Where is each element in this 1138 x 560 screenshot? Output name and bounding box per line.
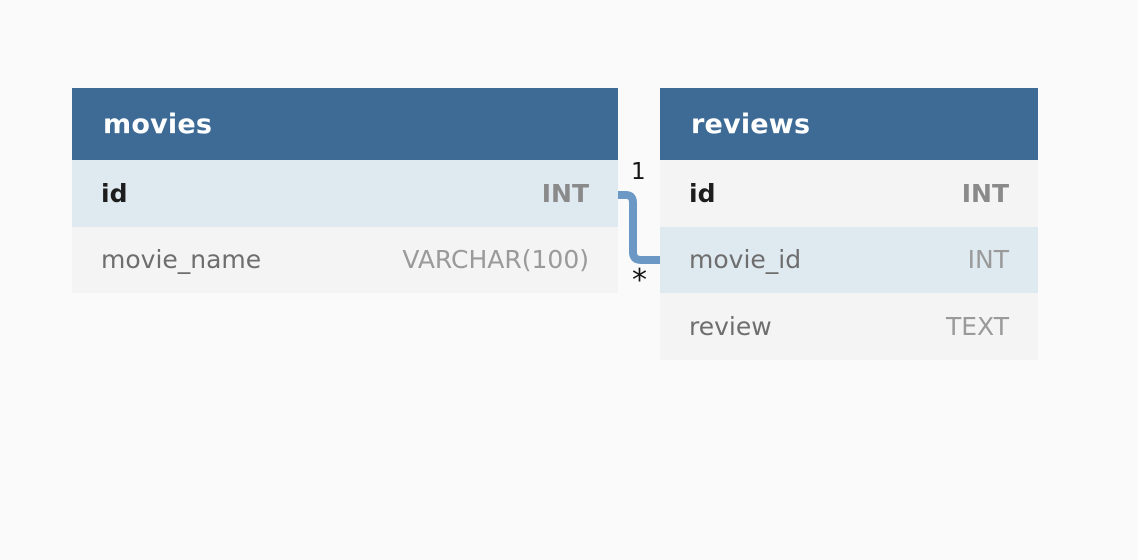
entity-header-reviews: reviews xyxy=(660,88,1038,160)
cardinality-label-many: * xyxy=(632,263,647,298)
field-name-movies-id: id xyxy=(101,178,128,208)
field-name-movies-movie-name: movie_name xyxy=(101,245,262,275)
field-row-reviews-id[interactable]: id INT xyxy=(660,160,1038,227)
field-name-reviews-movie-id: movie_id xyxy=(689,245,802,275)
field-type-reviews-review: TEXT xyxy=(945,311,1009,341)
field-row-reviews-movie-id[interactable]: movie_id INT xyxy=(660,226,1038,293)
field-name-reviews-id: id xyxy=(689,178,716,208)
field-type-movies-id: INT xyxy=(541,178,589,208)
entity-title-reviews: reviews xyxy=(691,108,811,140)
connector-path xyxy=(618,191,660,264)
field-row-movies-id[interactable]: id INT xyxy=(72,160,618,227)
cardinality-label-one: 1 xyxy=(631,159,646,185)
field-type-movies-movie-name: VARCHAR(100) xyxy=(402,245,589,275)
field-name-reviews-review: review xyxy=(689,311,772,341)
field-row-movies-movie-name[interactable]: movie_name VARCHAR(100) xyxy=(72,226,618,293)
entity-header-movies: movies xyxy=(72,88,618,160)
field-type-reviews-id: INT xyxy=(961,178,1009,208)
entity-table-reviews[interactable]: reviews id INT movie_id INT review TEXT xyxy=(660,88,1038,360)
entity-title-movies: movies xyxy=(103,108,213,140)
field-type-reviews-movie-id: INT xyxy=(967,245,1009,275)
field-row-reviews-review[interactable]: review TEXT xyxy=(660,293,1038,360)
entity-table-movies[interactable]: movies id INT movie_name VARCHAR(100) xyxy=(72,88,618,293)
